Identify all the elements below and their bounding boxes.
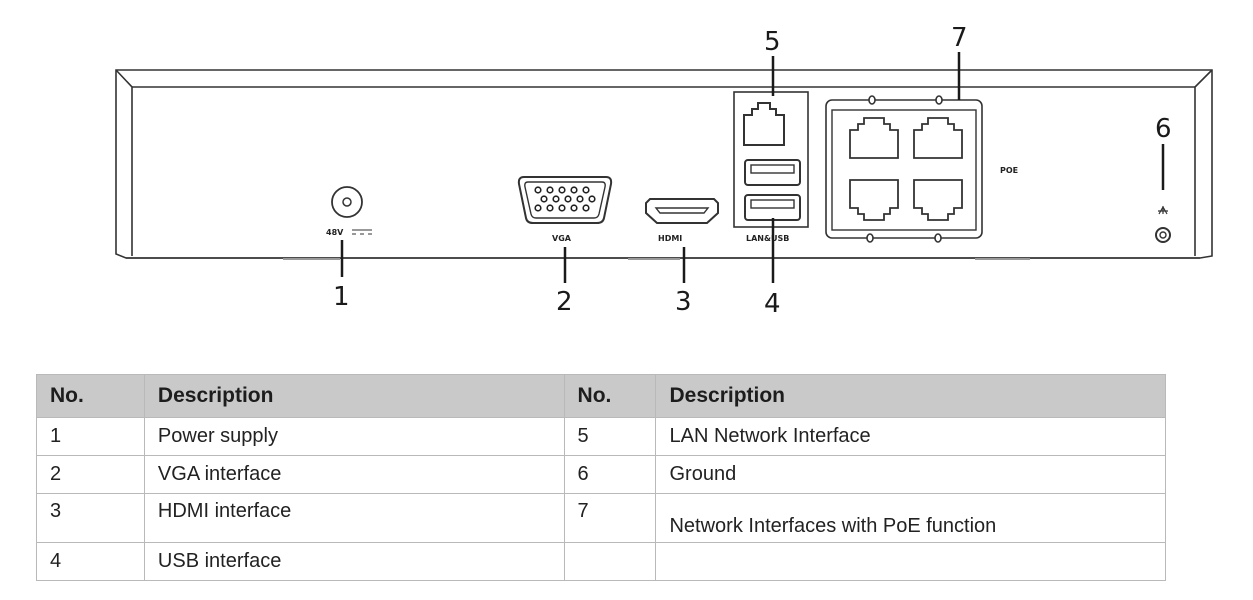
lan-usb-block [733,91,809,228]
ground-terminal [1155,205,1171,243]
lan-port [743,102,785,146]
vga-pin [546,186,554,194]
vga-pin [534,186,542,194]
vga-pin [588,195,596,203]
header-description-left: Description [143,374,565,418]
cell-no: 3 [36,493,145,543]
cell-description: Power supply [143,417,565,456]
cell-no: 1 [36,417,145,456]
cell-description: LAN Network Interface [655,417,1166,456]
callout-4: 4 [764,289,781,319]
cell-no [563,542,657,581]
cell-no: 2 [36,455,145,494]
table-header-row: No. Description No. Description [36,374,1166,418]
vga-pin [582,186,590,194]
callout-1: 1 [333,282,350,312]
header-description-right: Description [655,374,1166,418]
usb-port-1 [744,159,801,186]
cell-description [655,542,1166,581]
callout-5: 5 [764,27,781,57]
lan-usb-label: LAN&USB [746,234,789,243]
table-row: 4 USB interface [36,542,1166,581]
poe-block [825,95,983,243]
power-port: 48V [326,186,372,237]
vga-pin [546,204,554,212]
vga-pin [534,204,542,212]
vga-pin [552,195,560,203]
vga-pin [558,186,566,194]
vga-pin [582,204,590,212]
rear-panel-diagram: 48V VGA HDMI LAN&USB POE [115,23,1213,319]
vga-pin [570,204,578,212]
poe-led [935,95,943,105]
vga-pin [564,195,572,203]
chassis [115,69,1213,259]
callout-3: 3 [675,287,692,317]
poe-port [913,117,963,159]
hdmi-port-label: HDMI [658,234,682,243]
interface-table: No. Description No. Description 1 Power … [36,374,1166,581]
vga-pin [558,204,566,212]
cell-no: 5 [563,417,657,456]
poe-port [913,179,963,221]
header-no-left: No. [36,374,145,418]
table-row: 3 HDMI interface 7 Network Interfaces wi… [36,493,1166,543]
hdmi-port: HDMI [645,198,719,243]
cell-description: HDMI interface [143,493,565,543]
poe-port [849,179,899,221]
header-no-right: No. [563,374,657,418]
cell-no: 6 [563,455,657,494]
callout-2: 2 [556,287,573,317]
power-port-label: 48V [326,228,344,237]
cell-description: Ground [655,455,1166,494]
callout-6: 6 [1155,114,1172,144]
leader-lines [340,52,1165,283]
poe-label: POE [1000,166,1018,175]
poe-port [849,117,899,159]
cell-no: 7 [563,493,657,543]
poe-led [866,233,874,243]
cell-description: VGA interface [143,455,565,494]
vga-port-label: VGA [552,234,572,243]
cell-no: 4 [36,542,145,581]
vga-port: VGA [517,176,613,243]
poe-led [934,233,942,243]
cell-description: USB interface [143,542,565,581]
vga-pin [570,186,578,194]
callout-7: 7 [951,23,968,53]
poe-led [868,95,876,105]
table-row: 2 VGA interface 6 Ground [36,455,1166,494]
table-row: 1 Power supply 5 LAN Network Interface [36,417,1166,456]
vga-pin [576,195,584,203]
vga-pin [540,195,548,203]
cell-description: Network Interfaces with PoE function [655,493,1166,543]
